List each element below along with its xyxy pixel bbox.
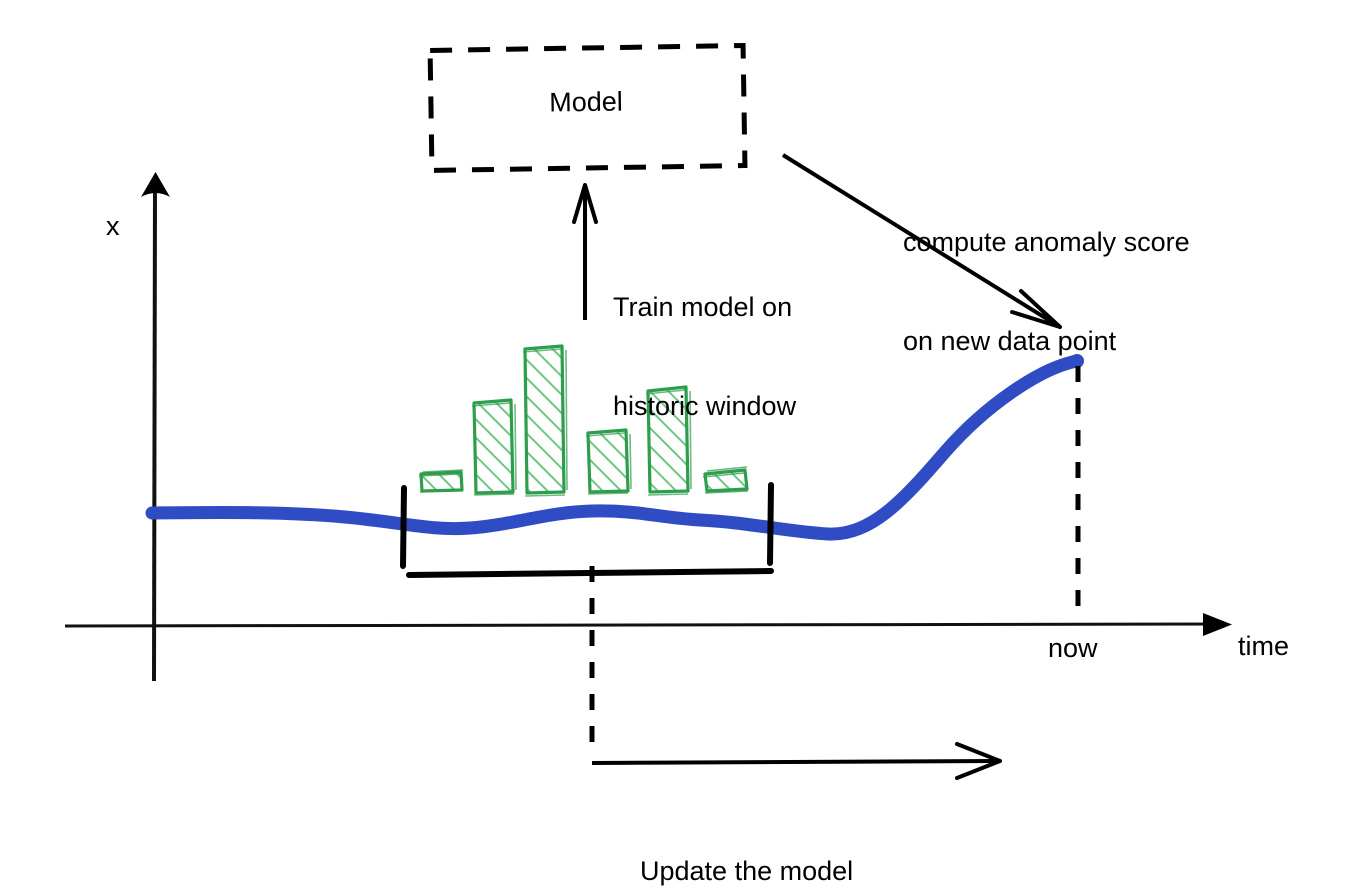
- y-axis-line: [152, 185, 157, 682]
- model-box-label: Model: [549, 86, 623, 118]
- histogram-bar-6: [702, 466, 749, 494]
- histogram-bar-1: [418, 469, 464, 493]
- train-arrow-group: [572, 183, 598, 320]
- window-end-tick: [767, 482, 774, 566]
- update-arrow-shaft: [591, 759, 1001, 765]
- update-annotation: Update the model when sliding the window: [640, 789, 931, 895]
- now-tick-label: now: [1048, 633, 1098, 663]
- histogram-bar-3: [522, 344, 568, 497]
- histogram-bar-2: [471, 398, 517, 496]
- compute-arrow-shaft: [781, 153, 1062, 329]
- compute-annotation-line1: compute anomaly score: [903, 226, 1190, 257]
- compute-arrow-head: [1010, 289, 1062, 329]
- x-axis-arrowhead: [1203, 613, 1232, 636]
- update-arrow-group: [591, 742, 1002, 780]
- y-axis-label: x: [106, 211, 120, 241]
- x-axis-line: [64, 622, 1225, 628]
- signal-curve: [145, 354, 1084, 541]
- compute-annotation: compute anomaly score on new data point: [903, 160, 1190, 424]
- histogram-bar-4: [585, 428, 632, 495]
- compute-annotation-line2: on new data point: [903, 325, 1117, 356]
- compute-arrow-group: [781, 153, 1062, 329]
- update-annotation-line1: Update the model: [640, 855, 854, 886]
- window-start-tick: [400, 485, 407, 569]
- x-axis-label: time: [1238, 631, 1290, 661]
- histogram-bar-5: [645, 385, 692, 496]
- y-axis-arrowhead: [141, 172, 170, 197]
- model-box-group: [427, 42, 748, 173]
- train-annotation-line1: Train model on: [613, 291, 793, 322]
- train-annotation: Train model on historic window: [613, 225, 796, 489]
- update-arrow-head: [955, 742, 1002, 780]
- axis-group: [64, 172, 1232, 682]
- model-box: [427, 42, 748, 173]
- histogram-group: [418, 344, 749, 497]
- now-data-point: [1070, 354, 1084, 368]
- train-annotation-line2: historic window: [613, 390, 797, 421]
- signal-curve-group: [145, 354, 1084, 541]
